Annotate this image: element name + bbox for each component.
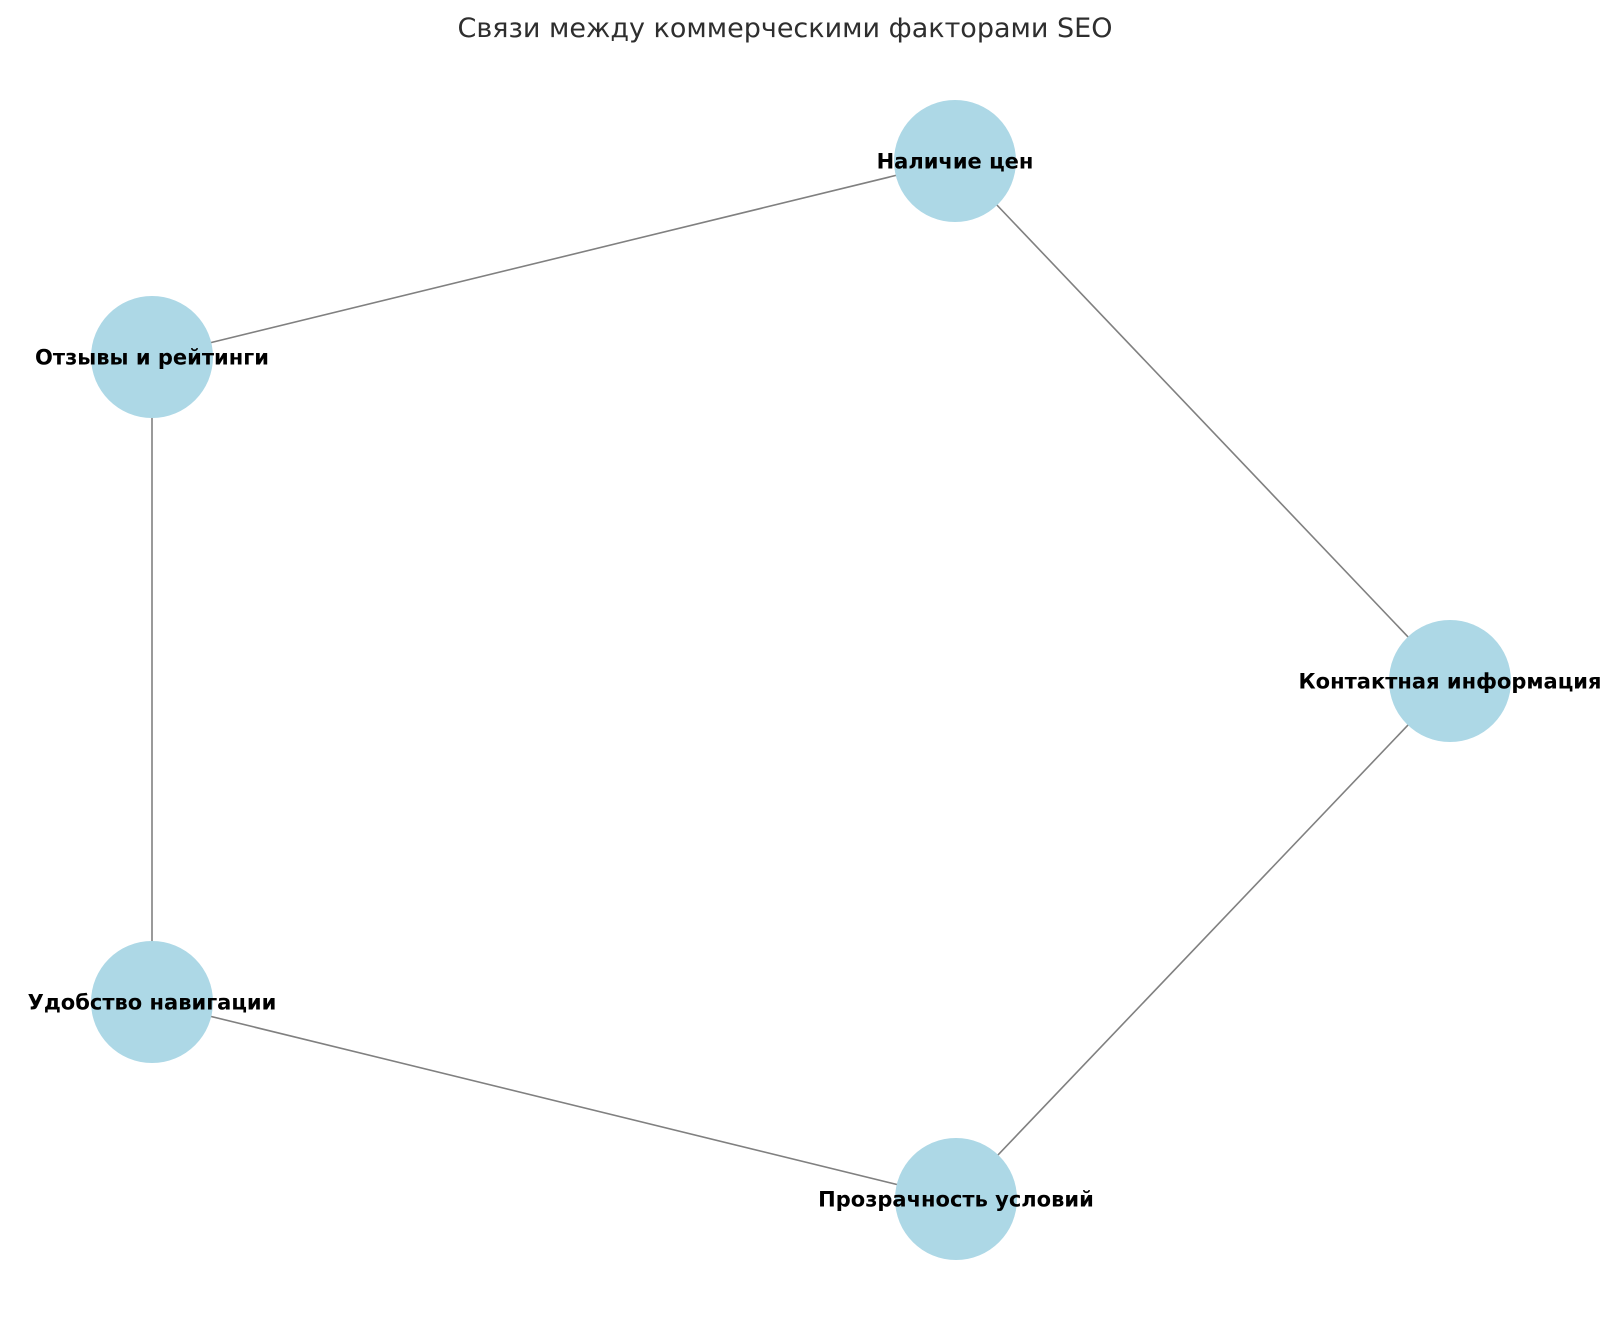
graph-node-contacts bbox=[1389, 620, 1511, 742]
edges-layer bbox=[151, 160, 1451, 1200]
node-label-prices: Наличие цен bbox=[877, 149, 1034, 173]
graph-edge-navigation-transparency bbox=[151, 1001, 957, 1200]
node-label-navigation: Удобство навигации bbox=[28, 990, 277, 1014]
node-label-transparency: Прозрачность условий bbox=[818, 1187, 1094, 1211]
graph-edge-prices-contacts bbox=[954, 160, 1451, 682]
graph-edge-transparency-contacts bbox=[955, 680, 1451, 1200]
nodes-layer bbox=[91, 100, 1511, 1260]
graph-node-prices bbox=[894, 100, 1016, 222]
graph-node-reviews bbox=[91, 296, 213, 418]
graph-edge-prices-reviews bbox=[151, 160, 956, 358]
graph-node-transparency bbox=[895, 1138, 1017, 1260]
node-label-reviews: Отзывы и рейтинги bbox=[35, 345, 269, 369]
chart-title: Связи между коммерческими факторами SEO bbox=[458, 13, 1113, 44]
node-label-contacts: Контактная информация bbox=[1299, 669, 1600, 693]
graph-node-navigation bbox=[91, 941, 213, 1063]
